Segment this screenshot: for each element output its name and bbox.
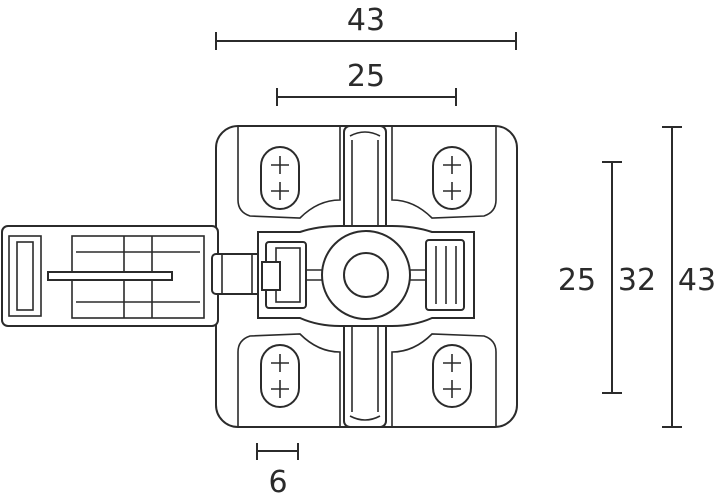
dimension-slot-width: 6 (256, 443, 299, 500)
dimension-label-height-outer: 43 (678, 263, 716, 298)
dimension-height-outer (662, 126, 682, 428)
screw-slot-top-left (260, 146, 300, 210)
hinge-mechanism (257, 225, 475, 327)
dimension-inner-width: 25 (276, 59, 457, 106)
screw-slot-bottom-right (432, 344, 472, 408)
screw-slot-bottom-left (260, 344, 300, 408)
dimension-label-height-inner: 25 (558, 263, 596, 298)
dimension-top-width: 43 (215, 3, 517, 50)
dimension-label-height-mid: 32 (618, 263, 656, 298)
dimension-label-inner-width: 25 (347, 59, 385, 94)
screw-slot-top-right (432, 146, 472, 210)
dimension-label-top-width: 43 (347, 3, 385, 38)
dimension-height-mid (602, 161, 622, 394)
dimension-label-slot-width: 6 (268, 465, 287, 500)
hinge-arm (1, 225, 263, 327)
